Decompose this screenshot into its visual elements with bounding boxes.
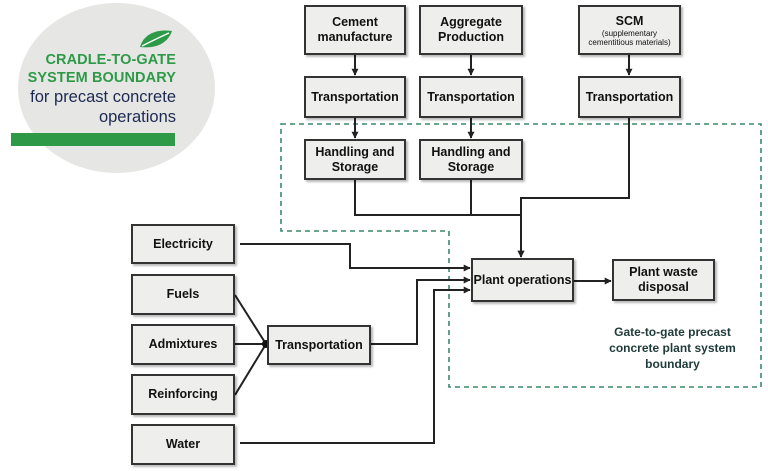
water-label: Water — [165, 437, 201, 451]
line-reinforcing — [234, 343, 267, 396]
transportation-box-inputs: Transportation — [267, 325, 371, 365]
arrow-water-to-plant — [240, 286, 471, 444]
gate-to-gate-label: Gate-to-gate precast concrete plant syst… — [609, 325, 736, 371]
title-bar — [11, 133, 175, 146]
title-badge: CRADLE-TO-GATE SYSTEM BOUNDARY for preca… — [0, 0, 260, 200]
handling-storage-box-1: Handling and Storage — [304, 139, 406, 180]
title-line-1: CRADLE-TO-GATE — [45, 52, 176, 68]
aggregate-production-box: Aggregate Production — [419, 5, 523, 55]
line-handling1-out — [354, 179, 521, 216]
plant-waste-disposal-box: Plant waste disposal — [612, 259, 715, 301]
cement-manufacture-label: Cement manufacture — [317, 15, 393, 44]
admixtures-box: Admixtures — [131, 324, 235, 365]
fuels-box: Fuels — [131, 274, 235, 315]
transportation-box-cement: Transportation — [304, 76, 406, 118]
transportation-label: Transportation — [427, 89, 515, 104]
transportation-box-scm: Transportation — [578, 76, 681, 118]
leaf-icon — [140, 30, 172, 48]
handling-storage-label: Handling and Storage — [431, 144, 511, 174]
arrow-transport-to-plant — [371, 276, 471, 345]
electricity-box: Electricity — [131, 224, 235, 264]
plant-waste-disposal-label: Plant waste disposal — [629, 265, 698, 294]
title-line-2: SYSTEM BOUNDARY — [27, 70, 176, 86]
water-box: Water — [131, 424, 235, 465]
scm-label: SCM — [615, 13, 644, 28]
transportation-label: Transportation — [311, 89, 399, 104]
plant-operations-label: Plant operations — [473, 272, 572, 287]
reinforcing-label: Reinforcing — [148, 387, 218, 401]
line-fuels — [234, 294, 267, 345]
title-line-3: for precast concrete — [30, 88, 176, 106]
title-line-4: operations — [98, 108, 176, 126]
scm-box: SCM (supplementary cementitious material… — [578, 5, 681, 55]
handling-storage-label: Handling and Storage — [315, 144, 395, 174]
electricity-label: Electricity — [153, 236, 213, 251]
arrow-electricity-to-plant — [240, 243, 471, 272]
arrow-scm-to-plant — [517, 117, 630, 258]
fuels-label: Fuels — [166, 287, 200, 301]
plant-operations-box: Plant operations — [471, 258, 574, 302]
admixtures-label: Admixtures — [148, 337, 218, 351]
transportation-label: Transportation — [275, 337, 363, 352]
transportation-label: Transportation — [585, 89, 674, 104]
transportation-box-aggregate: Transportation — [419, 76, 523, 118]
cement-manufacture-box: Cement manufacture — [304, 5, 406, 55]
reinforcing-box: Reinforcing — [131, 374, 235, 415]
scm-subtitle: (supplementary cementitious materials) — [588, 28, 671, 47]
handling-storage-box-2: Handling and Storage — [419, 139, 523, 180]
aggregate-production-label: Aggregate Production — [438, 15, 504, 44]
gate-to-gate-boundary — [280, 123, 762, 388]
